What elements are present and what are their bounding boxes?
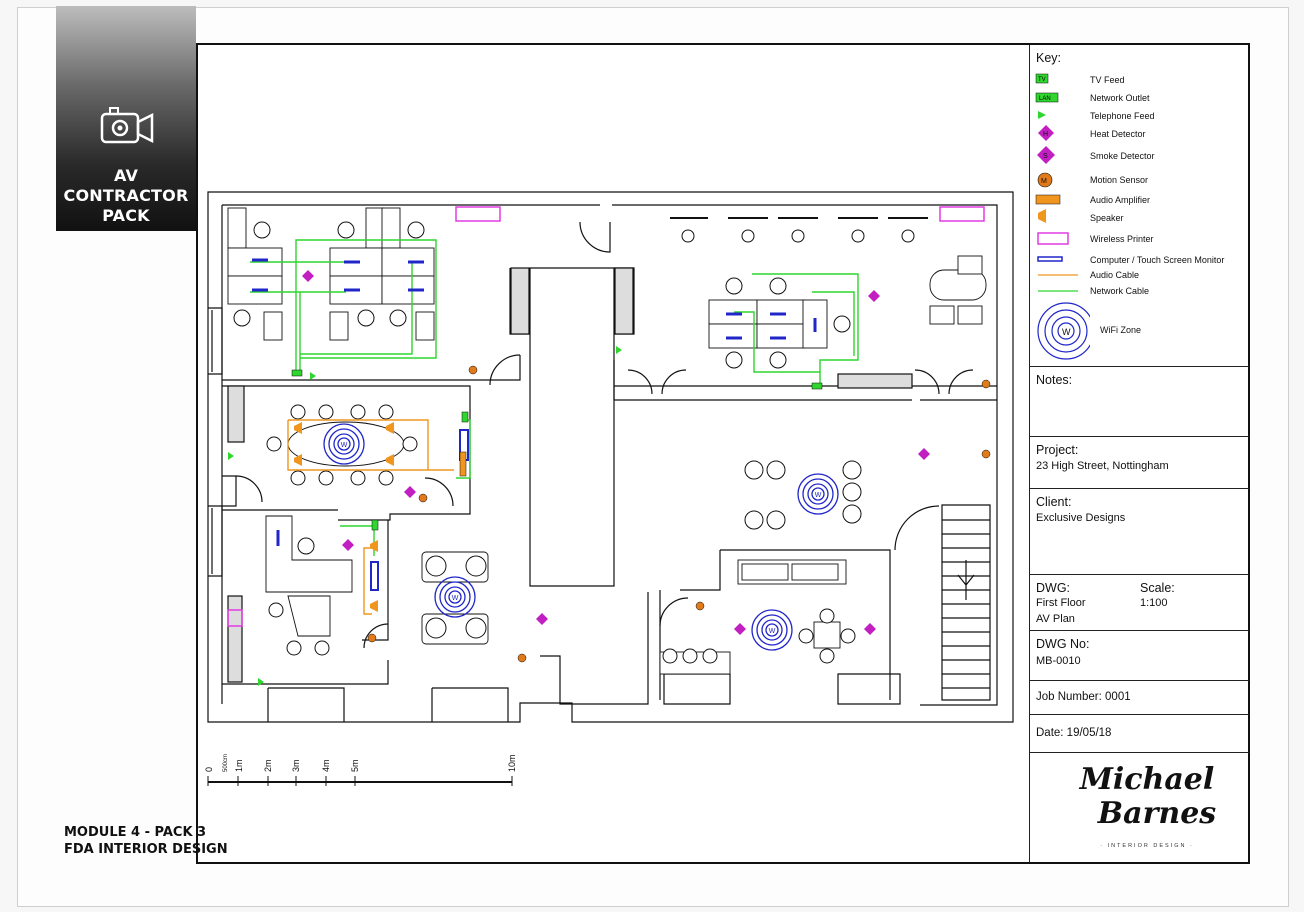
- audio-cables: [287, 419, 454, 615]
- av-contractor-banner: AV CONTRACTOR PACK: [56, 6, 196, 231]
- project-label: Project:: [1036, 443, 1079, 457]
- office-desks: [227, 207, 987, 675]
- client-value: Exclusive Designs: [1036, 512, 1126, 524]
- job-number-panel: Job Number: 0001: [1030, 681, 1249, 715]
- module-line-2: FDA INTERIOR DESIGN: [64, 842, 228, 857]
- key-wifi-tag: W: [1062, 327, 1071, 337]
- key-heat-detector: Heat Detector: [1090, 129, 1146, 139]
- notes-label: Notes:: [1036, 373, 1073, 387]
- scale-tick-3: 2m: [263, 759, 273, 772]
- client-panel: Client: Exclusive Designs: [1030, 489, 1249, 575]
- project-value: 23 High Street, Nottingham: [1036, 460, 1169, 472]
- key-smoke-tag: S: [1043, 153, 1048, 160]
- key-motion-sensor: Motion Sensor: [1090, 175, 1149, 185]
- camera-gear-icon: [100, 107, 154, 144]
- title-block: Key: TV LAN H S M: [1029, 45, 1249, 862]
- key-wireless-printer: Wireless Printer: [1090, 234, 1154, 244]
- chairs: [233, 221, 915, 664]
- key-network-outlet: Network Outlet: [1090, 93, 1150, 103]
- dwg-label: DWG:: [1036, 581, 1071, 595]
- dwg-value-2: AV Plan: [1036, 613, 1075, 625]
- audio-amplifiers: [459, 451, 467, 477]
- key-wifi-zone: WiFi Zone: [1100, 325, 1142, 335]
- wifi-label-1: W: [341, 442, 348, 449]
- key-network-cable: Network Cable: [1090, 286, 1150, 296]
- scale-tick-6: 5m: [350, 759, 360, 772]
- wifi-zones: [323, 423, 839, 651]
- scale-bar: [207, 776, 513, 786]
- speakers: [294, 422, 394, 612]
- wifi-label-4: W: [769, 628, 776, 635]
- date: Date: 19/05/18: [1036, 727, 1112, 739]
- key-telephone-feed: Telephone Feed: [1090, 111, 1155, 121]
- scale-tick-7: 10m: [507, 754, 517, 772]
- key-motion-tag: M: [1041, 178, 1047, 185]
- scale-bar-labels: 0 500cm 1m 2m 3m 4m 5m 10m: [204, 754, 517, 772]
- scale-tick-4: 3m: [291, 759, 301, 772]
- key-lan-tag: LAN: [1039, 96, 1051, 102]
- dwg-no-value: MB-0010: [1036, 655, 1081, 667]
- key-monitor: Computer / Touch Screen Monitor: [1090, 255, 1225, 265]
- client-label: Client:: [1036, 495, 1072, 509]
- network-outlets: [291, 369, 823, 531]
- job-number: Job Number: 0001: [1036, 691, 1131, 703]
- date-panel: Date: 19/05/18: [1030, 715, 1249, 753]
- module-line-1: MODULE 4 - PACK 3: [64, 825, 207, 840]
- dwg-panel: DWG: First Floor AV Plan Scale: 1:100: [1030, 575, 1249, 631]
- notes-panel: Notes:: [1030, 367, 1249, 437]
- key-symbols: TV LAN H S M W: [1035, 73, 1090, 360]
- banner-line-2: CONTRACTOR: [63, 186, 189, 205]
- module-label: MODULE 4 - PACK 3 FDA INTERIOR DESIGN: [64, 824, 228, 858]
- logo-line-2: Barnes: [1097, 796, 1217, 831]
- smoke-detectors: [302, 270, 930, 635]
- dwg-no-label: DWG No:: [1036, 637, 1090, 651]
- monitors: [252, 258, 817, 546]
- scale-value: 1:100: [1140, 597, 1168, 609]
- scale-tick-5: 4m: [321, 759, 331, 772]
- banner-line-3: PACK: [102, 206, 150, 225]
- scale-tick-1: 500cm: [223, 754, 229, 772]
- michael-barnes-logo: Michael Barnes · INTERIOR DESIGN ·: [1072, 758, 1222, 854]
- key-audio-cable: Audio Cable: [1090, 270, 1140, 280]
- key-audio-amplifier: Audio Amplifier: [1090, 195, 1151, 205]
- key-tv-tag: TV: [1038, 77, 1046, 83]
- wireless-printers: [227, 206, 985, 627]
- scale-tick-2: 1m: [234, 759, 244, 772]
- banner-line-1: AV: [113, 166, 139, 185]
- logo-line-1: Michael: [1079, 762, 1215, 797]
- key-tv-feed: TV Feed: [1090, 75, 1125, 85]
- dwg-value-1: First Floor: [1036, 597, 1086, 609]
- logo-subtitle: · INTERIOR DESIGN ·: [1100, 843, 1194, 849]
- scale-label: Scale:: [1140, 581, 1175, 595]
- project-panel: Project: 23 High Street, Nottingham: [1030, 437, 1249, 489]
- dwg-no-panel: DWG No: MB-0010: [1030, 631, 1249, 681]
- key-heat-tag: H: [1043, 131, 1048, 138]
- scale-tick-0: 0: [204, 767, 214, 772]
- key-heading: Key:: [1036, 51, 1062, 65]
- wifi-label-3: W: [452, 595, 459, 602]
- key-smoke-detector: Smoke Detector: [1090, 151, 1155, 161]
- motion-sensors: [367, 365, 991, 663]
- wifi-labels: W W W W: [341, 442, 822, 635]
- wifi-label-2: W: [815, 492, 822, 499]
- key-speaker: Speaker: [1090, 213, 1124, 223]
- outer-walls: [207, 191, 1014, 723]
- key-panel: Key: TV LAN H S M: [1030, 45, 1249, 367]
